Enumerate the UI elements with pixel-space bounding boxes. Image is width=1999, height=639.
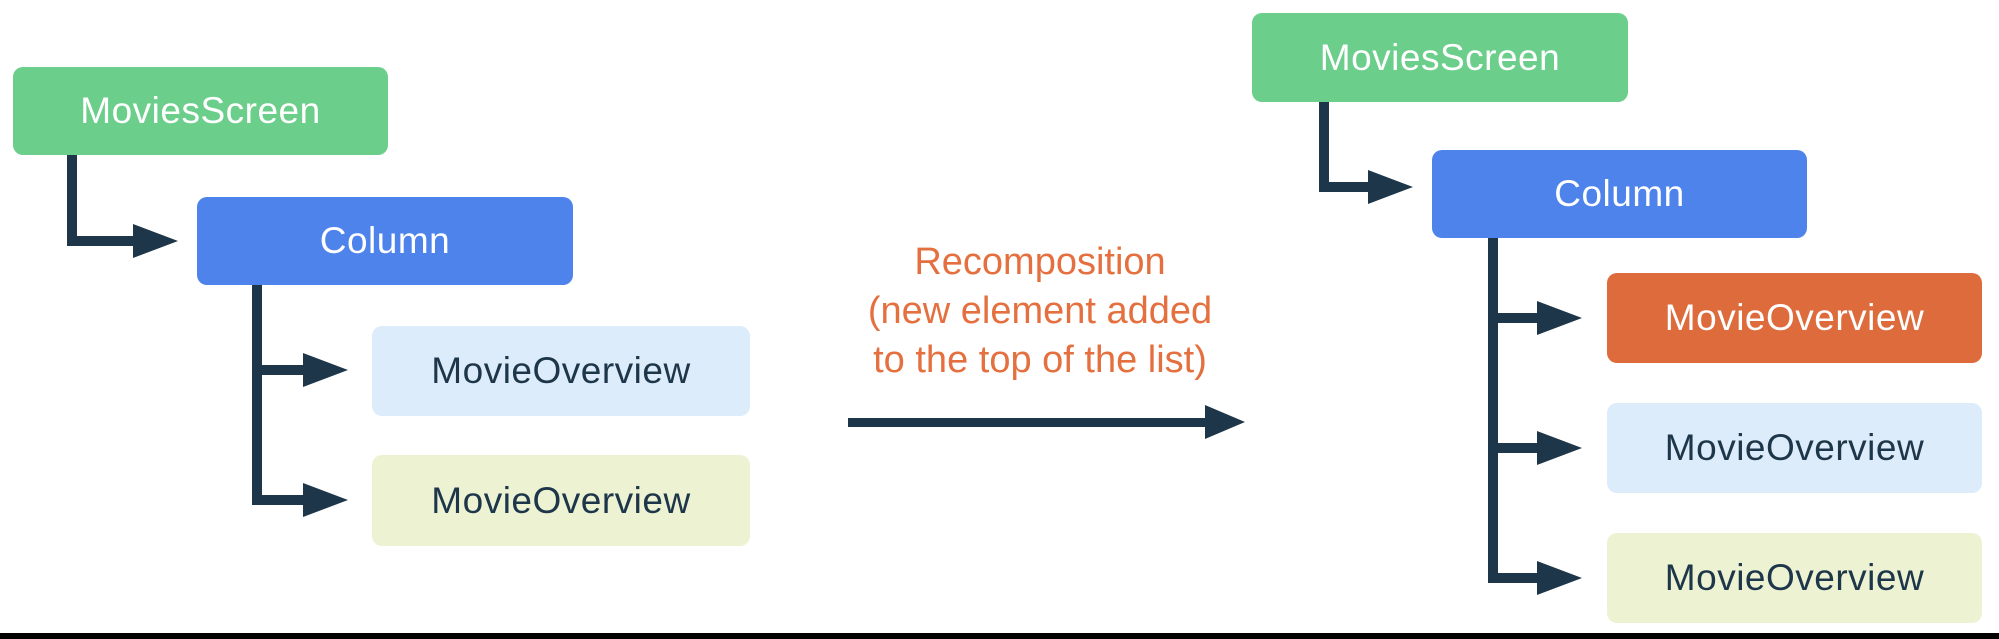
recomposition-caption: Recomposition (new element added to the … [810, 238, 1270, 385]
connector-left-child2-arm [252, 495, 303, 505]
caption-line-3: to the top of the list) [873, 339, 1207, 381]
connector-right-child3-arm [1488, 573, 1537, 583]
node-movieoverview-right-new: MovieOverview [1607, 273, 1982, 363]
arrowhead-icon [1537, 301, 1582, 335]
arrowhead-icon [1537, 431, 1582, 465]
node-column-right: Column [1432, 150, 1807, 238]
arrowhead-icon [1205, 405, 1245, 439]
connector-right-child1-arm [1488, 313, 1537, 323]
caption-line-2: (new element added [867, 290, 1213, 332]
connector-right-root-horizontal [1319, 182, 1368, 192]
connector-right-child2-arm [1488, 443, 1537, 453]
arrowhead-icon [303, 483, 348, 517]
connector-right-root-vertical [1319, 102, 1329, 192]
node-moviesscreen-right: MoviesScreen [1252, 13, 1628, 102]
connector-left-root-vertical [67, 155, 77, 246]
arrowhead-icon [1368, 170, 1413, 204]
node-movieoverview-right-3: MovieOverview [1607, 533, 1982, 623]
node-movieoverview-right-2: MovieOverview [1607, 403, 1982, 493]
caption-line-1: Recomposition [914, 241, 1166, 283]
bottom-border [0, 633, 1999, 639]
arrowhead-icon [1537, 561, 1582, 595]
node-moviesscreen-left: MoviesScreen [13, 67, 388, 155]
connector-left-column-trunk [252, 285, 262, 505]
arrowhead-icon [133, 224, 178, 258]
node-column-left: Column [197, 197, 573, 285]
arrowhead-icon [303, 353, 348, 387]
connector-left-root-horizontal [67, 236, 133, 246]
connector-right-column-trunk [1488, 238, 1498, 583]
node-movieoverview-left-2: MovieOverview [372, 455, 750, 546]
transition-arrow-shaft [848, 418, 1205, 427]
node-movieoverview-left-1: MovieOverview [372, 326, 750, 416]
connector-left-child1-arm [252, 365, 303, 375]
